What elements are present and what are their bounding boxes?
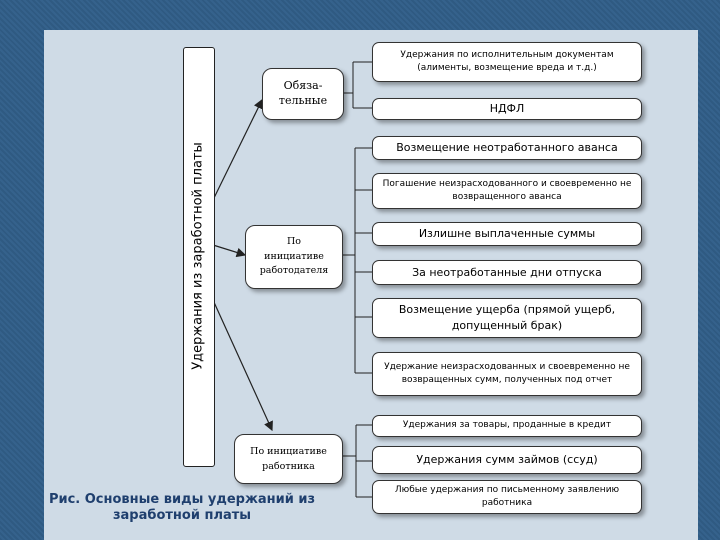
arrow-to-employer bbox=[212, 244, 247, 258]
arrow-to-mandatory bbox=[212, 98, 263, 201]
item-written-request: Любые удержания по письменному заявлению… bbox=[372, 480, 642, 514]
category-mandatory: Обяза- тельные bbox=[262, 68, 344, 120]
item-loans: Удержания сумм займов (ссуд) bbox=[372, 446, 642, 474]
category-employee-label: По инициативе работника bbox=[250, 445, 327, 472]
item-writs: Удержания по исполнительным документам (… bbox=[372, 42, 642, 82]
main-title-box bbox=[183, 47, 215, 467]
figure-caption: Рис. Основные виды удержаний из заработн… bbox=[48, 492, 316, 524]
item-overpaid: Излишне выплаченные суммы bbox=[372, 222, 642, 246]
arrow-to-employee bbox=[212, 299, 273, 432]
item-damage: Возмещение ущерба (прямой ущерб, допущен… bbox=[372, 298, 642, 338]
category-mandatory-label: Обяза- тельные bbox=[278, 79, 328, 107]
item-unspent-advance: Погашение неизрасходованного и своевреме… bbox=[372, 173, 642, 209]
item-ndfl: НДФЛ bbox=[372, 98, 642, 120]
category-employer-label: По инициативе работодателя bbox=[259, 235, 329, 277]
item-accountable-sums: Удержание неизрасходованных и своевремен… bbox=[372, 352, 642, 396]
main-title: Удержания из заработной платы bbox=[190, 142, 206, 370]
item-vacation-days: За неотработанные дни отпуска bbox=[372, 260, 642, 285]
category-employer: По инициативе работодателя bbox=[245, 225, 343, 289]
category-employee: По инициативе работника bbox=[234, 434, 343, 484]
item-unearned-advance: Возмещение неотработанного аванса bbox=[372, 136, 642, 160]
item-credit-goods: Удержания за товары, проданные в кредит bbox=[372, 415, 642, 437]
